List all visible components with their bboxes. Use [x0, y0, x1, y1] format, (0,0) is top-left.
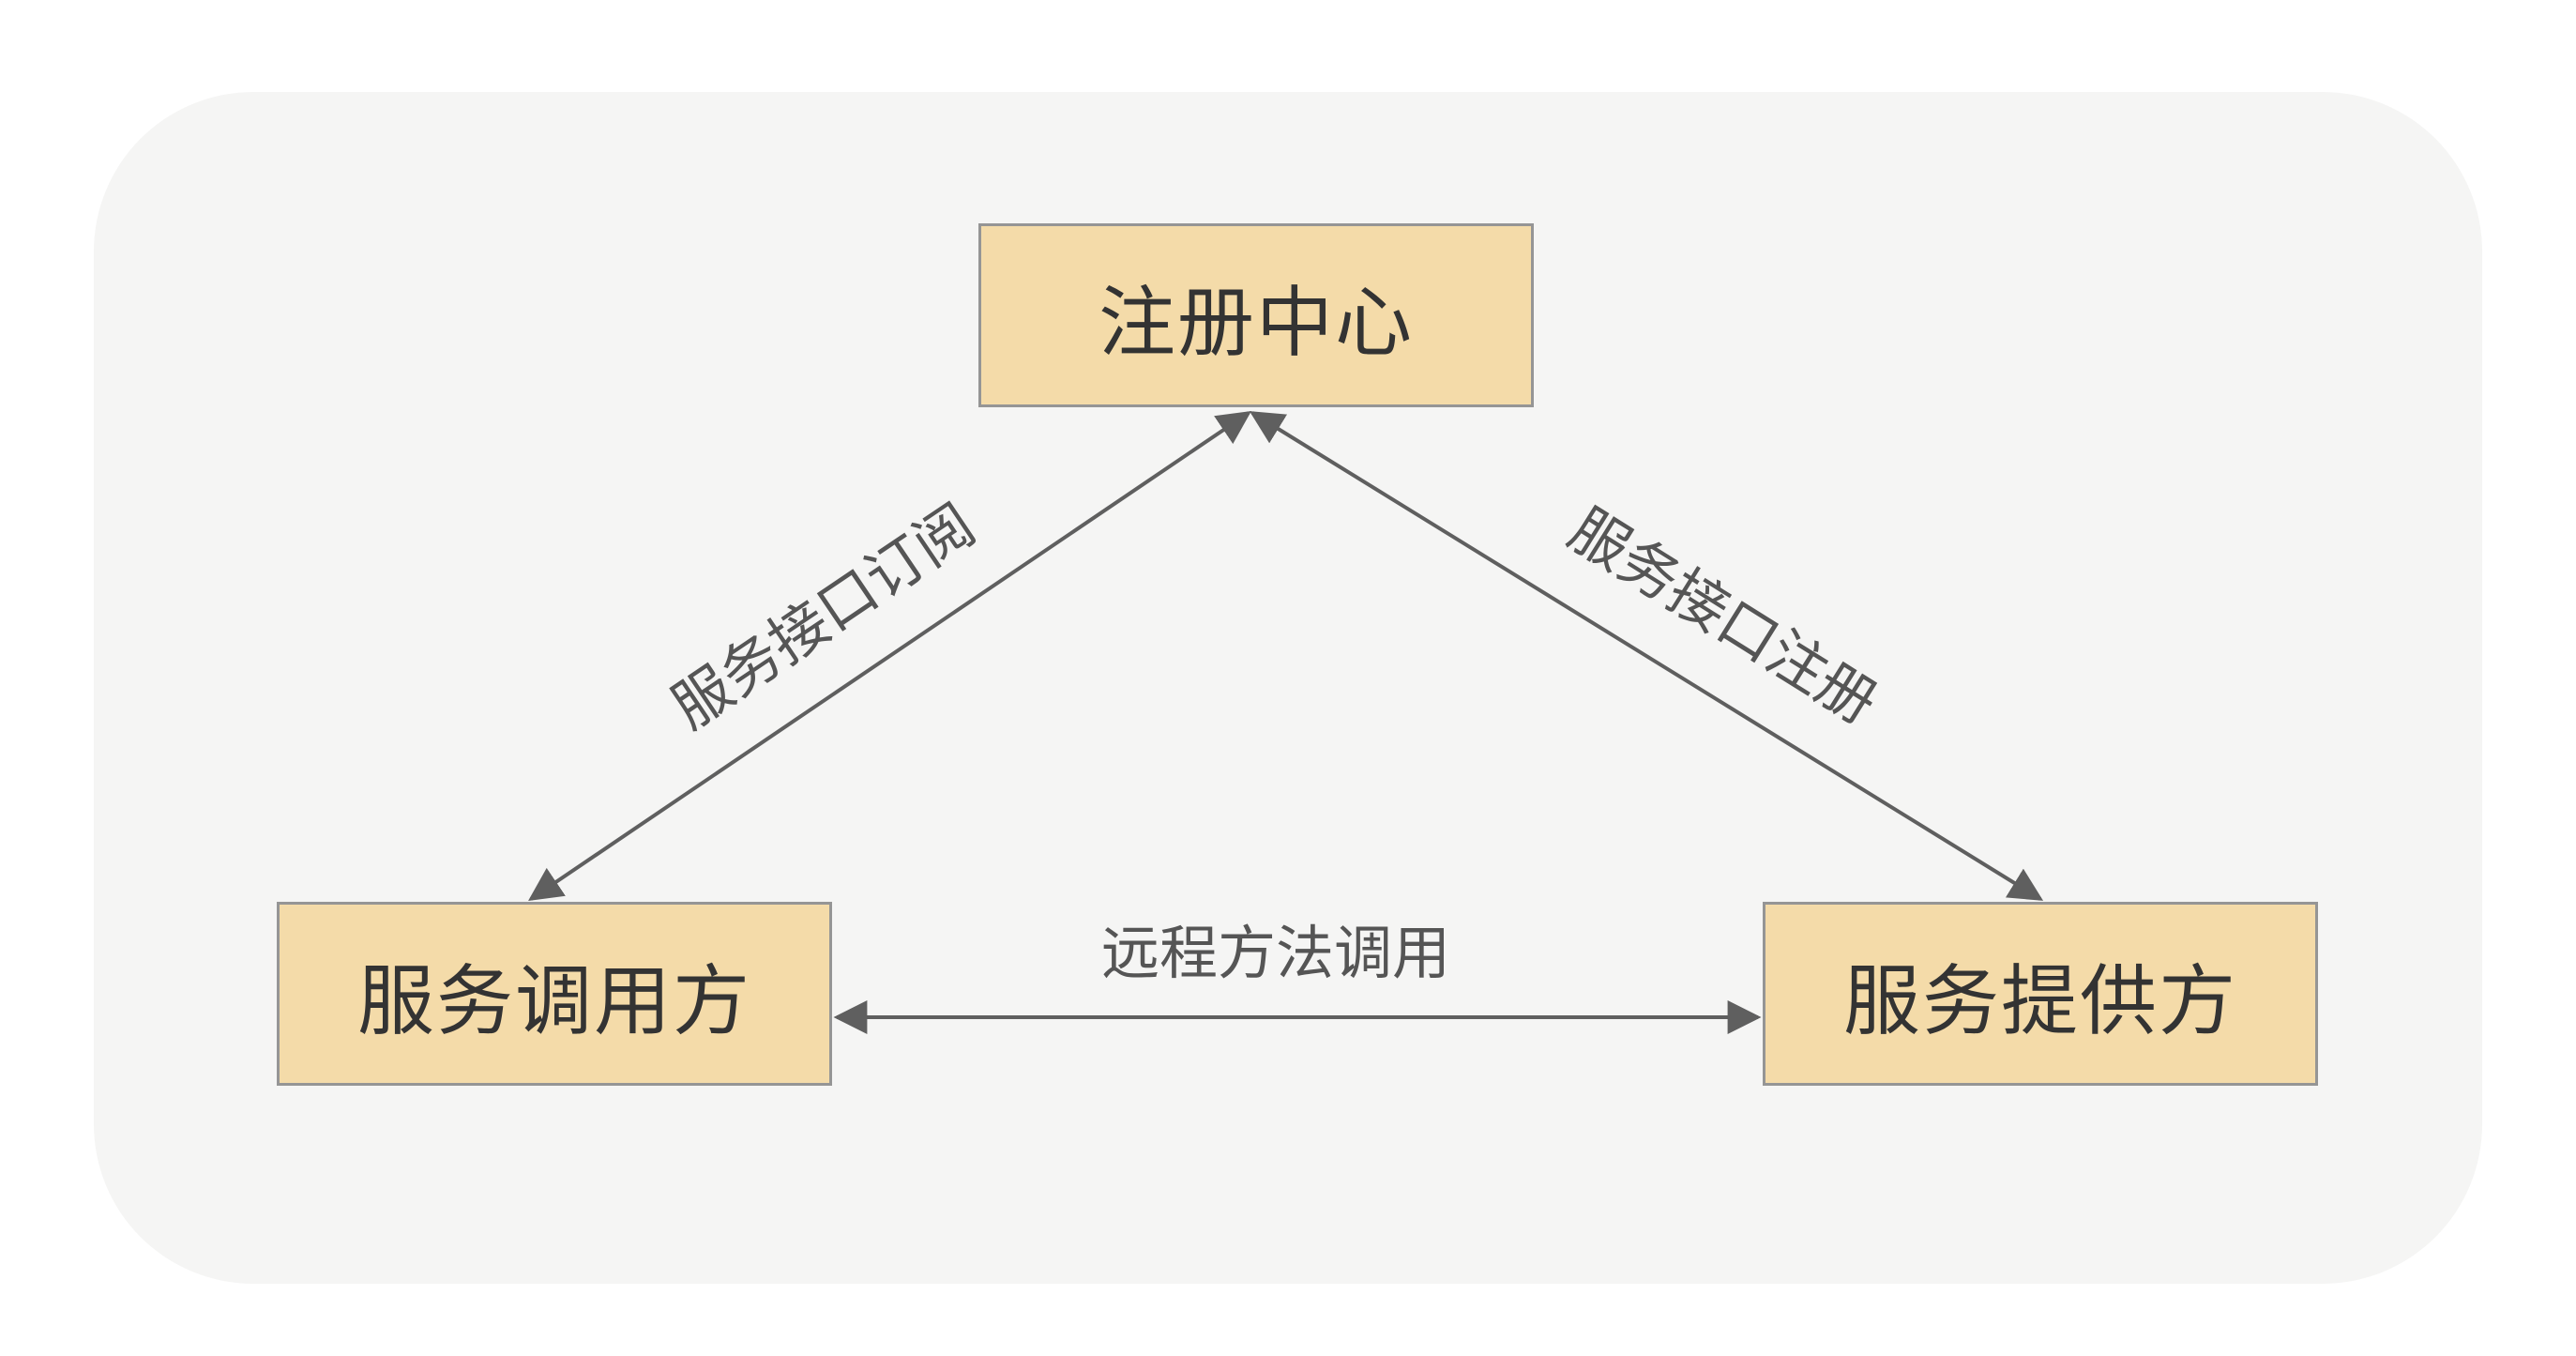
- edge-subscribe-arrow: [528, 410, 1251, 902]
- consumer-node: 服务调用方: [277, 902, 832, 1086]
- consumer-label: 服务调用方: [356, 956, 751, 1046]
- edge-label-rpc: 远程方法调用: [1100, 919, 1450, 987]
- registry-node: 注册中心: [978, 223, 1534, 407]
- provider-node: 服务提供方: [1763, 902, 2318, 1086]
- edge-register-arrow: [1249, 411, 2044, 901]
- provider-label: 服务提供方: [1842, 956, 2237, 1046]
- registry-label: 注册中心: [1098, 278, 1414, 368]
